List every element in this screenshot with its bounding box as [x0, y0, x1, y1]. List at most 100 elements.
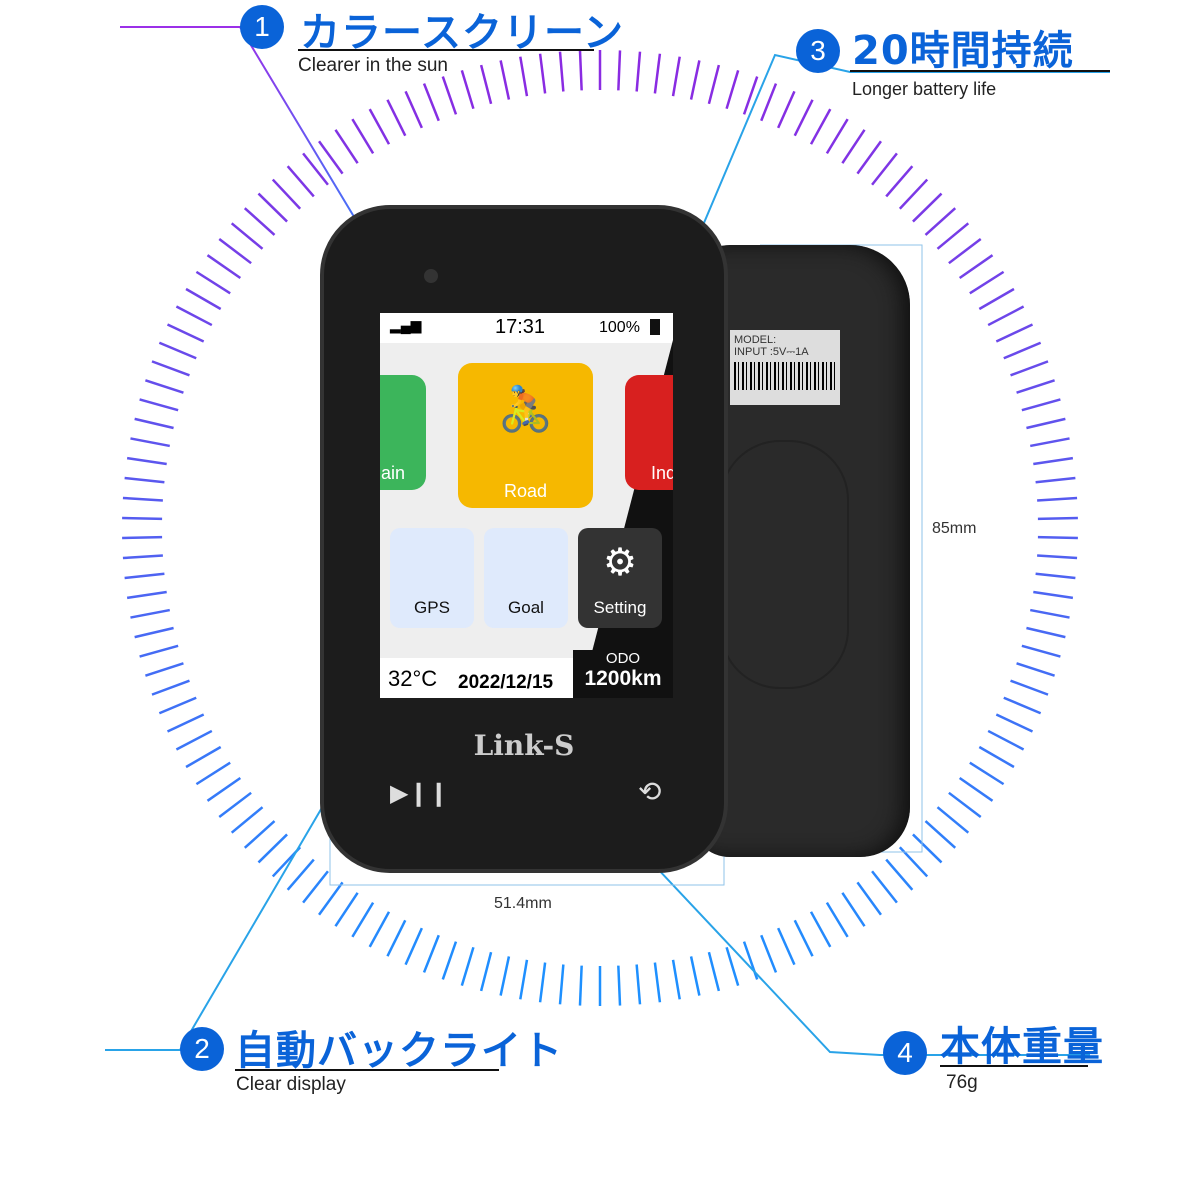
ring-tick	[978, 745, 1015, 769]
ring-tick	[689, 956, 701, 996]
ring-tick	[856, 881, 882, 916]
ring-tick	[124, 572, 165, 580]
ring-tick	[912, 833, 943, 864]
ring-tick	[166, 323, 205, 343]
ring-tick	[243, 207, 276, 236]
ring-tick	[519, 959, 529, 1000]
ring-tick	[1037, 516, 1078, 521]
ring-tick	[1021, 644, 1061, 658]
ring-tick	[1037, 496, 1078, 502]
input-text: INPUT :5V⎓1A	[734, 346, 809, 358]
ring-tick	[151, 360, 190, 377]
ring-tick	[558, 964, 565, 1005]
ring-tick	[777, 927, 796, 966]
odometer: ODO 1200km	[573, 650, 673, 698]
footer-bar: 32°C 2022/12/15 ODO 1200km	[380, 650, 673, 698]
ring-tick	[151, 679, 190, 696]
ring-tick	[898, 178, 929, 210]
callout-title-1: カラースクリーン	[300, 10, 624, 56]
ring-tick	[145, 379, 184, 394]
ring-tick	[793, 919, 814, 957]
ring-tick	[635, 964, 642, 1005]
ring-tick	[479, 951, 493, 992]
ring-tick	[318, 881, 344, 916]
ring-tick	[130, 437, 170, 448]
ring-tick	[912, 192, 943, 223]
ring-tick	[166, 713, 205, 733]
ring-tick	[286, 858, 315, 891]
callout-title-4: 本体重量	[940, 1024, 1104, 1070]
app-gps[interactable]: GPS	[390, 528, 474, 628]
ring-tick	[519, 56, 529, 97]
ring-tick	[139, 398, 179, 412]
ring-tick	[386, 919, 407, 957]
ring-tick	[422, 83, 440, 122]
ring-tick	[175, 305, 213, 327]
ring-tick	[134, 417, 174, 430]
cycle-button[interactable]: ⟲	[638, 776, 662, 807]
ring-tick	[318, 140, 344, 175]
ring-tick	[441, 941, 458, 980]
ring-tick	[653, 53, 662, 94]
ring-tick	[969, 270, 1005, 295]
tile-indoor[interactable]: Ind	[625, 375, 673, 490]
ring-tick	[334, 892, 359, 927]
ring-tick	[558, 51, 565, 92]
bike-icon: 🚴	[498, 385, 553, 434]
tile-road[interactable]: 🚴Road	[458, 363, 593, 508]
ring-tick	[1010, 360, 1049, 377]
ring-tick	[230, 806, 264, 834]
app-label: Goal	[508, 598, 544, 617]
underline	[298, 49, 594, 51]
back-label: MODEL: INPUT :5V⎓1A	[730, 330, 840, 405]
ring-tick	[302, 870, 329, 904]
callout-badge-1: 1	[240, 5, 284, 49]
tile-train[interactable]: ain	[380, 375, 426, 490]
play-pause-button[interactable]: ▶❙❙	[390, 780, 449, 807]
ring-tick	[742, 76, 759, 115]
ring-tick	[987, 729, 1025, 751]
ring-tick	[195, 270, 231, 295]
ring-tick	[334, 129, 359, 164]
ring-tick	[122, 535, 163, 540]
barcode	[734, 362, 836, 390]
ring-tick	[271, 178, 302, 210]
callout-title-3: 20時間持続	[852, 28, 1074, 74]
clock: 17:31	[495, 316, 546, 338]
app-setting[interactable]: ⚙Setting	[578, 528, 662, 628]
ring-tick	[936, 222, 970, 250]
underline	[850, 70, 1110, 72]
device-screen: ▂▄▆ 17:31 100% ain 🚴Road Ind GPS Goal ⚙S…	[380, 313, 673, 698]
ring-tick	[122, 496, 163, 502]
ring-tick	[707, 951, 721, 992]
ring-tick	[958, 254, 994, 280]
status-bar: ▂▄▆ 17:31 100%	[380, 313, 673, 343]
ring-tick	[725, 946, 740, 986]
signal-icon: ▂▄▆	[390, 317, 422, 333]
ring-tick	[825, 902, 849, 938]
tile-label: ain	[380, 463, 406, 483]
ring-tick	[617, 965, 622, 1006]
ring-tick	[885, 858, 914, 891]
ring-tick	[978, 287, 1015, 311]
ring-tick	[809, 911, 832, 948]
ring-tick	[257, 192, 288, 223]
ring-tick	[958, 776, 994, 802]
ring-tick	[158, 696, 197, 715]
model-text: MODEL:	[734, 334, 777, 346]
ring-tick	[1003, 341, 1042, 360]
ring-tick	[924, 207, 957, 236]
ring-tick	[126, 590, 167, 600]
brand-logo: Link-S	[473, 729, 575, 762]
ring-tick	[793, 99, 814, 137]
width-dimension: 51.4mm	[494, 895, 552, 912]
mount-plate	[720, 440, 849, 689]
ring-tick	[351, 902, 375, 938]
ring-tick	[499, 60, 511, 100]
app-goal[interactable]: Goal	[484, 528, 568, 628]
underline	[940, 1065, 1088, 1067]
ring-tick	[671, 56, 681, 97]
odo-value: 1200km	[584, 667, 662, 690]
ring-tick	[538, 962, 547, 1003]
